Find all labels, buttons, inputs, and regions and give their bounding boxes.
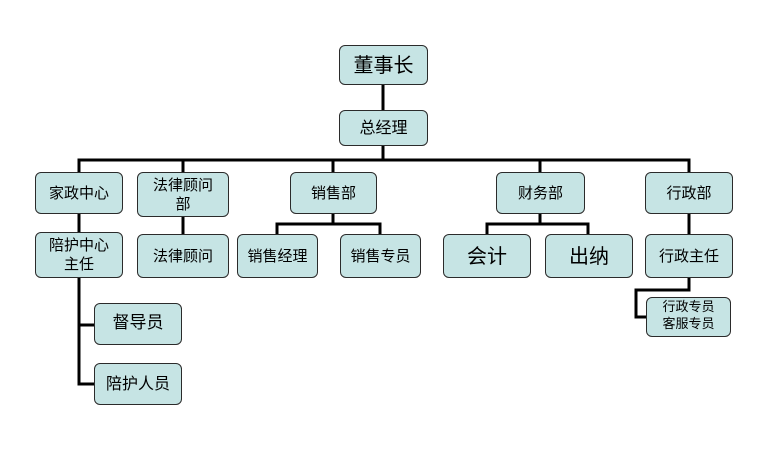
general-manager-box: 总经理	[339, 110, 428, 146]
sales-specialist-box: 销售专员	[340, 234, 421, 278]
dept-sales-box: 销售部	[290, 172, 377, 214]
dept-legal-label: 法律顾问部	[153, 175, 214, 213]
legal-advisor-box: 法律顾问	[137, 234, 229, 278]
supervisor-box: 督导员	[94, 303, 182, 345]
dept-admin-box: 行政部	[645, 172, 733, 214]
admin-director-box: 行政主任	[645, 234, 733, 278]
dept-legal-box: 法律顾问部	[137, 172, 229, 217]
admin-specialist-box: 行政专员 客服专员	[646, 297, 731, 337]
dept-household-box: 家政中心	[35, 172, 123, 214]
escort-center-director-label: 陪护中心主任	[48, 236, 109, 273]
cashier-box: 出纳	[545, 234, 633, 278]
escort-center-director-box: 陪护中心主任	[35, 232, 123, 278]
escort-staff-box: 陪护人员	[94, 363, 182, 405]
sales-manager-box: 销售经理	[237, 234, 318, 278]
chairman-box: 董事长	[339, 45, 428, 85]
accountant-box: 会计	[443, 234, 531, 278]
dept-finance-box: 财务部	[496, 172, 585, 214]
